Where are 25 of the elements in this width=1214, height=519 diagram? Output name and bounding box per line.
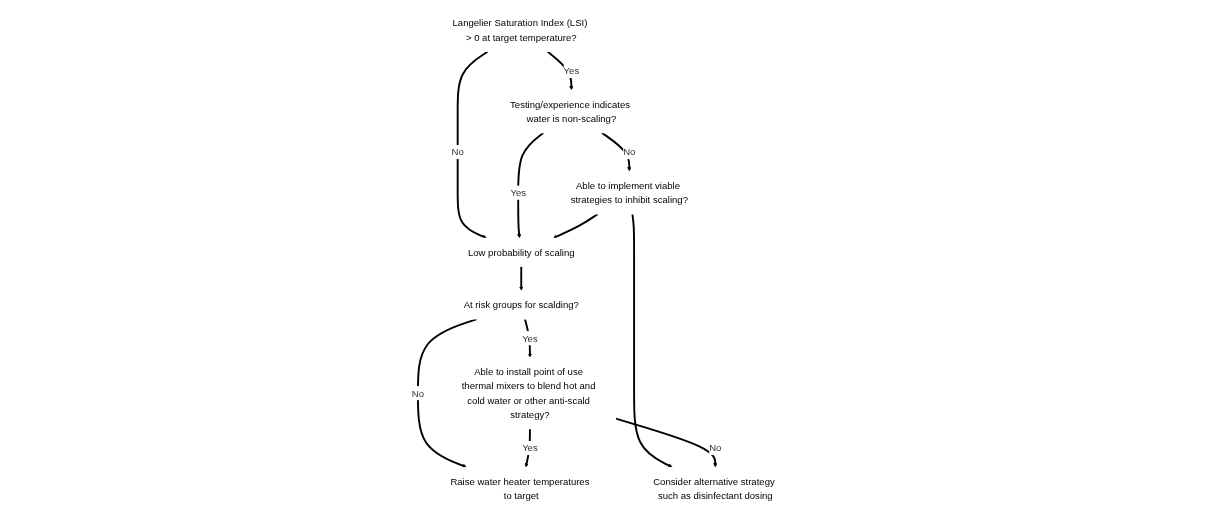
node-text: Able to install point of use thermal mixers to blend hot and cold water or other anti-scald strategy? <box>462 366 596 420</box>
edge-label: Yes <box>522 442 539 454</box>
edge-label: Yes <box>522 333 539 344</box>
arrow <box>517 132 545 239</box>
node-text: Consider alternative strategy such as disinfectant dosing <box>653 476 776 502</box>
node-text: At risk groups for scalding? <box>464 299 580 311</box>
edge-label: No <box>623 146 636 158</box>
arrow <box>601 132 632 172</box>
edge-label: Yes <box>510 187 527 198</box>
edge-label: No <box>452 146 465 158</box>
arrow <box>631 213 673 468</box>
edge-label: Yes <box>564 65 580 77</box>
arrow <box>519 265 524 291</box>
node-text: Able to implement viable strategies to inhibit scaling? <box>571 180 689 206</box>
node-text: Raise water heater temperatures to target <box>450 476 590 502</box>
arrow <box>615 417 718 468</box>
arrow <box>553 213 600 239</box>
edge-label: No <box>709 442 722 454</box>
edge-label: No <box>412 387 425 399</box>
arrow <box>547 50 574 91</box>
node-text: Low probability of scaling <box>468 247 576 258</box>
arrow <box>525 428 532 468</box>
node-text: Testing/experience indicates water is non-scaling? <box>510 99 631 124</box>
arrow <box>457 50 489 239</box>
node-text: Langelier Saturation Index (LSI) > 0 at target temperature? <box>452 17 588 43</box>
